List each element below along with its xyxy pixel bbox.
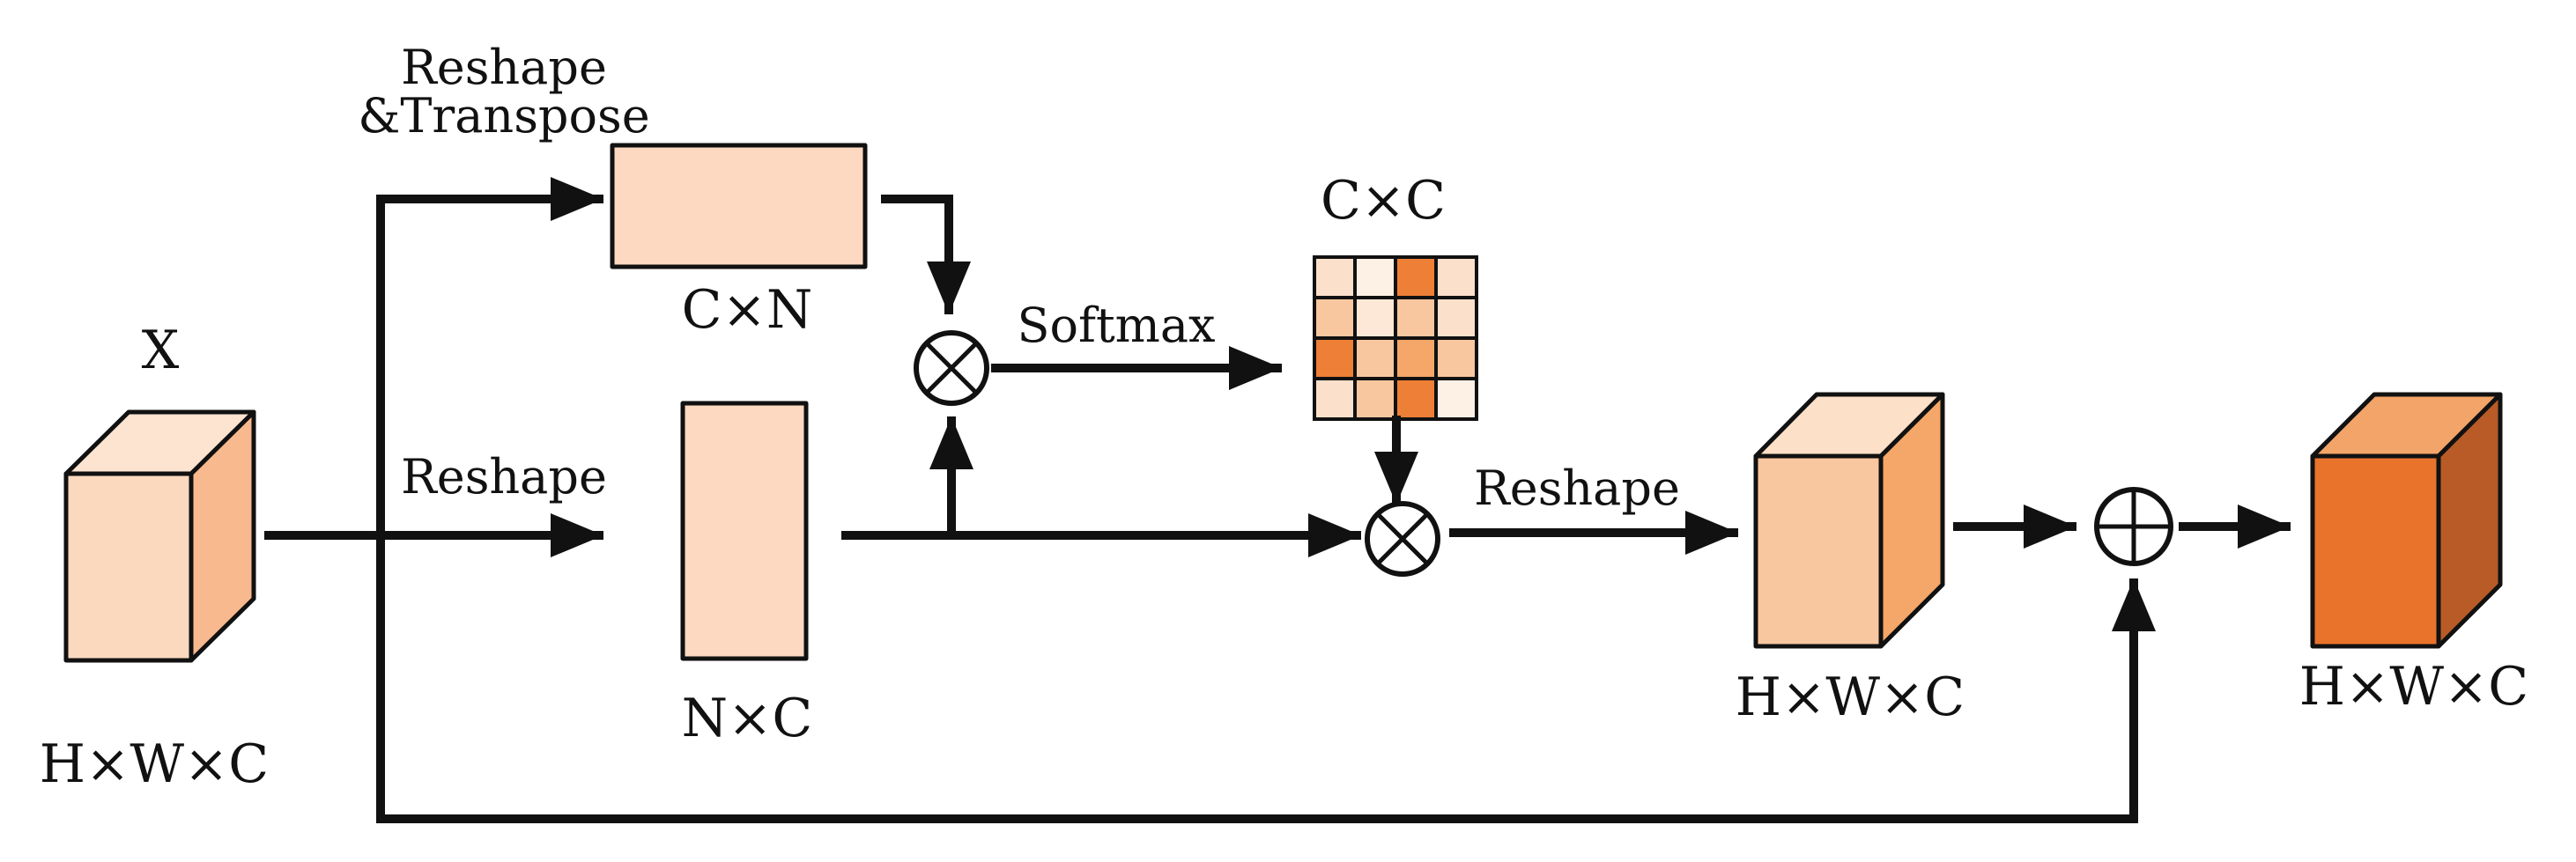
attention-cell: [1434, 255, 1478, 299]
residual-line: [376, 578, 2156, 823]
output-dims-label: H×W×C: [2299, 656, 2528, 718]
mid-cube-front: [1753, 453, 1884, 649]
attention-cell: [1394, 296, 1438, 340]
attention-grid: [1313, 255, 1478, 421]
input-dims-label: H×W×C: [40, 733, 269, 795]
add-op: [2094, 487, 2173, 566]
reshape-transpose-label-2: &Transpose: [358, 88, 649, 144]
attention-cell: [1394, 377, 1438, 421]
attention-cell: [1313, 377, 1357, 421]
input-cube-front: [63, 471, 194, 663]
reshape-right-label: Reshape: [1474, 460, 1680, 516]
attention-cell: [1313, 255, 1357, 299]
attention-cell: [1313, 336, 1357, 380]
mid-dims-label: H×W×C: [1736, 667, 1965, 728]
attention-cell: [1353, 377, 1397, 421]
nxc-matrix: [680, 401, 809, 661]
output-cube-front: [2310, 453, 2441, 649]
skip-connection-line: [376, 177, 603, 823]
attention-cell: [1394, 255, 1438, 299]
attention-cell: [1353, 296, 1397, 340]
nxc-label: N×C: [682, 688, 813, 749]
arrow-cxn-to-multiply: [881, 195, 971, 314]
attention-cell: [1353, 336, 1397, 380]
multiply-2-cross-b: [1376, 512, 1429, 565]
multiply-op-2: [1365, 501, 1440, 577]
attention-cell: [1434, 377, 1478, 421]
attention-cell: [1434, 296, 1478, 340]
reshape-lower-label: Reshape: [401, 449, 607, 505]
output-cube: [2310, 392, 2503, 649]
input-cube: [63, 409, 256, 663]
softmax-label: Softmax: [1017, 298, 1215, 353]
cxn-label: C×N: [682, 279, 813, 341]
mid-cube: [1753, 392, 1945, 649]
attention-cell: [1394, 336, 1438, 380]
cxn-matrix: [610, 143, 868, 269]
attention-cell: [1353, 255, 1397, 299]
attention-cell: [1313, 296, 1357, 340]
reshape-transpose-label-1: Reshape: [401, 40, 607, 95]
cxc-label: C×C: [1321, 170, 1446, 232]
input-name-label: X: [142, 320, 180, 381]
multiply-op-1: [914, 330, 989, 406]
multiply-1-cross-b: [925, 342, 978, 394]
attention-cell: [1434, 336, 1478, 380]
